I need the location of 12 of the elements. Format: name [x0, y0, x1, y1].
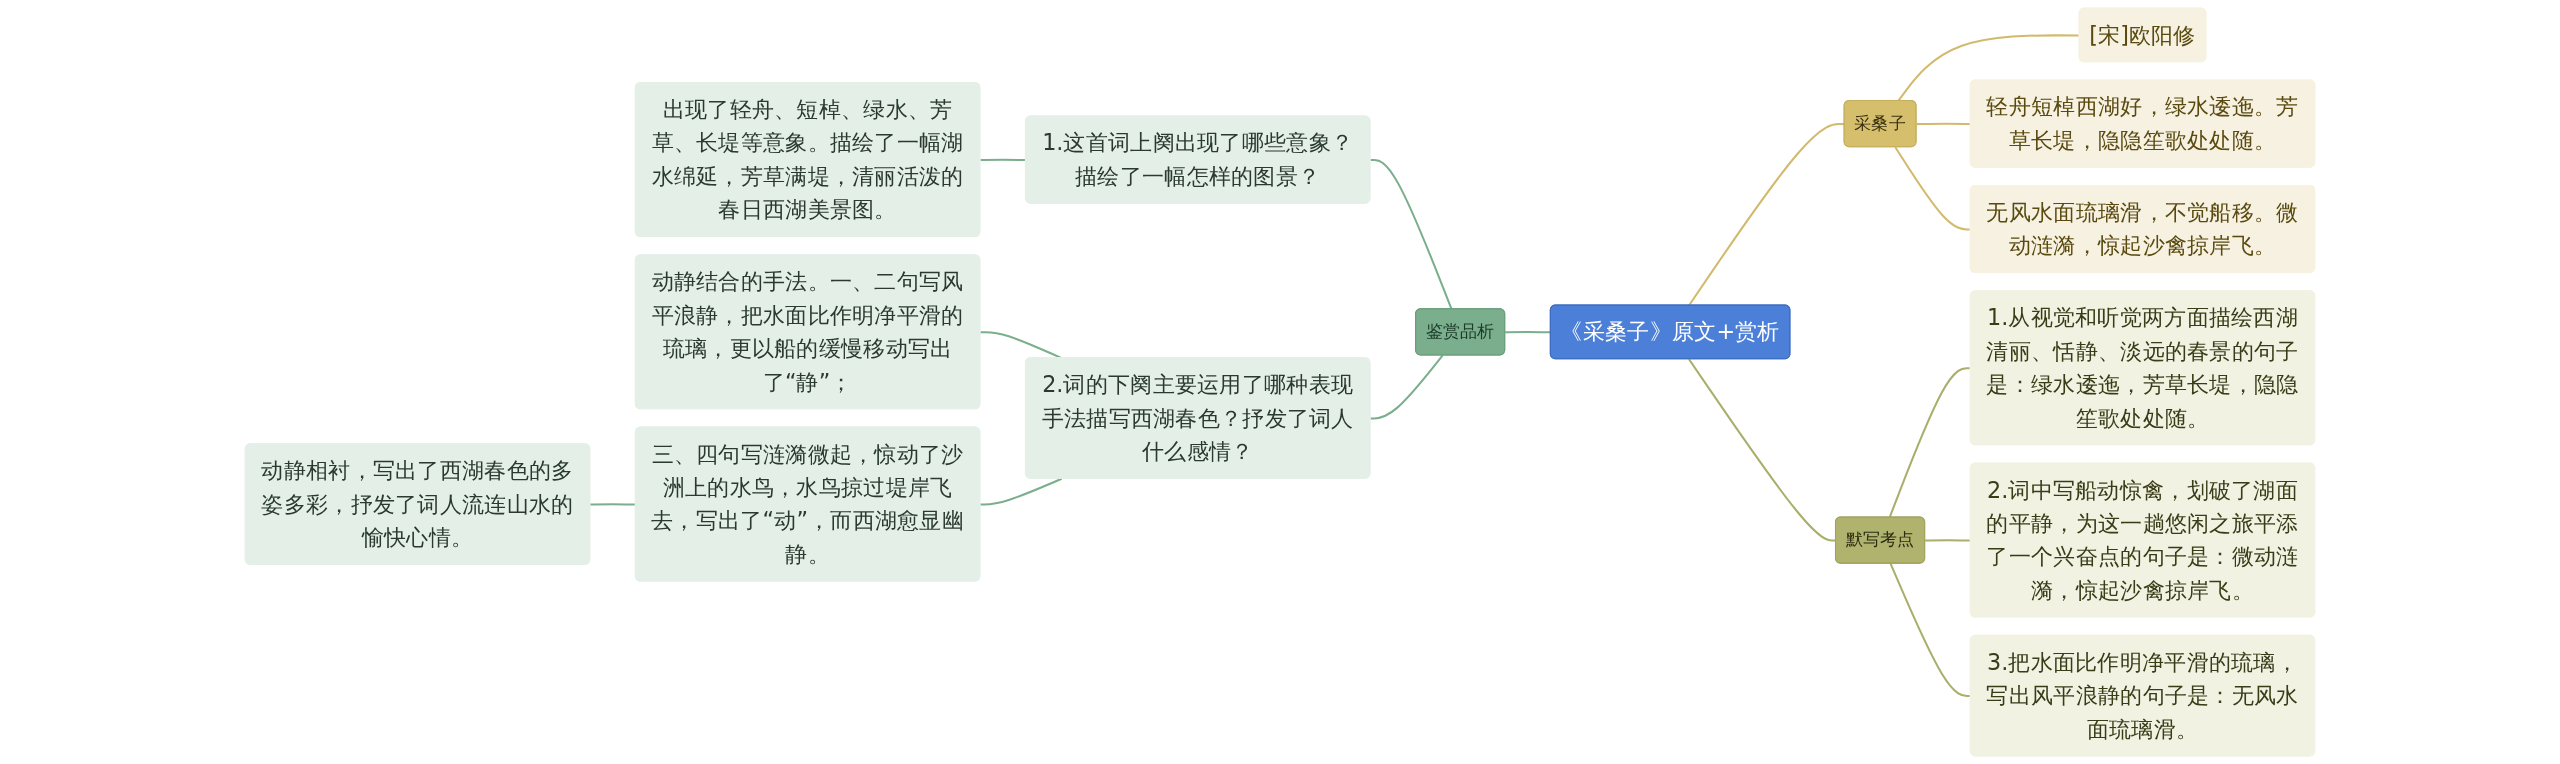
connector	[980, 158, 1026, 162]
connector	[1370, 354, 1444, 420]
connector	[1894, 146, 1971, 231]
connector	[1925, 539, 1971, 542]
connector	[1916, 122, 1971, 126]
connector	[1505, 331, 1551, 334]
connector	[1888, 367, 1971, 518]
connector	[590, 503, 636, 506]
connector	[1897, 34, 2080, 102]
connector	[1370, 159, 1453, 310]
connector	[980, 477, 1063, 506]
connector	[1889, 563, 1971, 698]
